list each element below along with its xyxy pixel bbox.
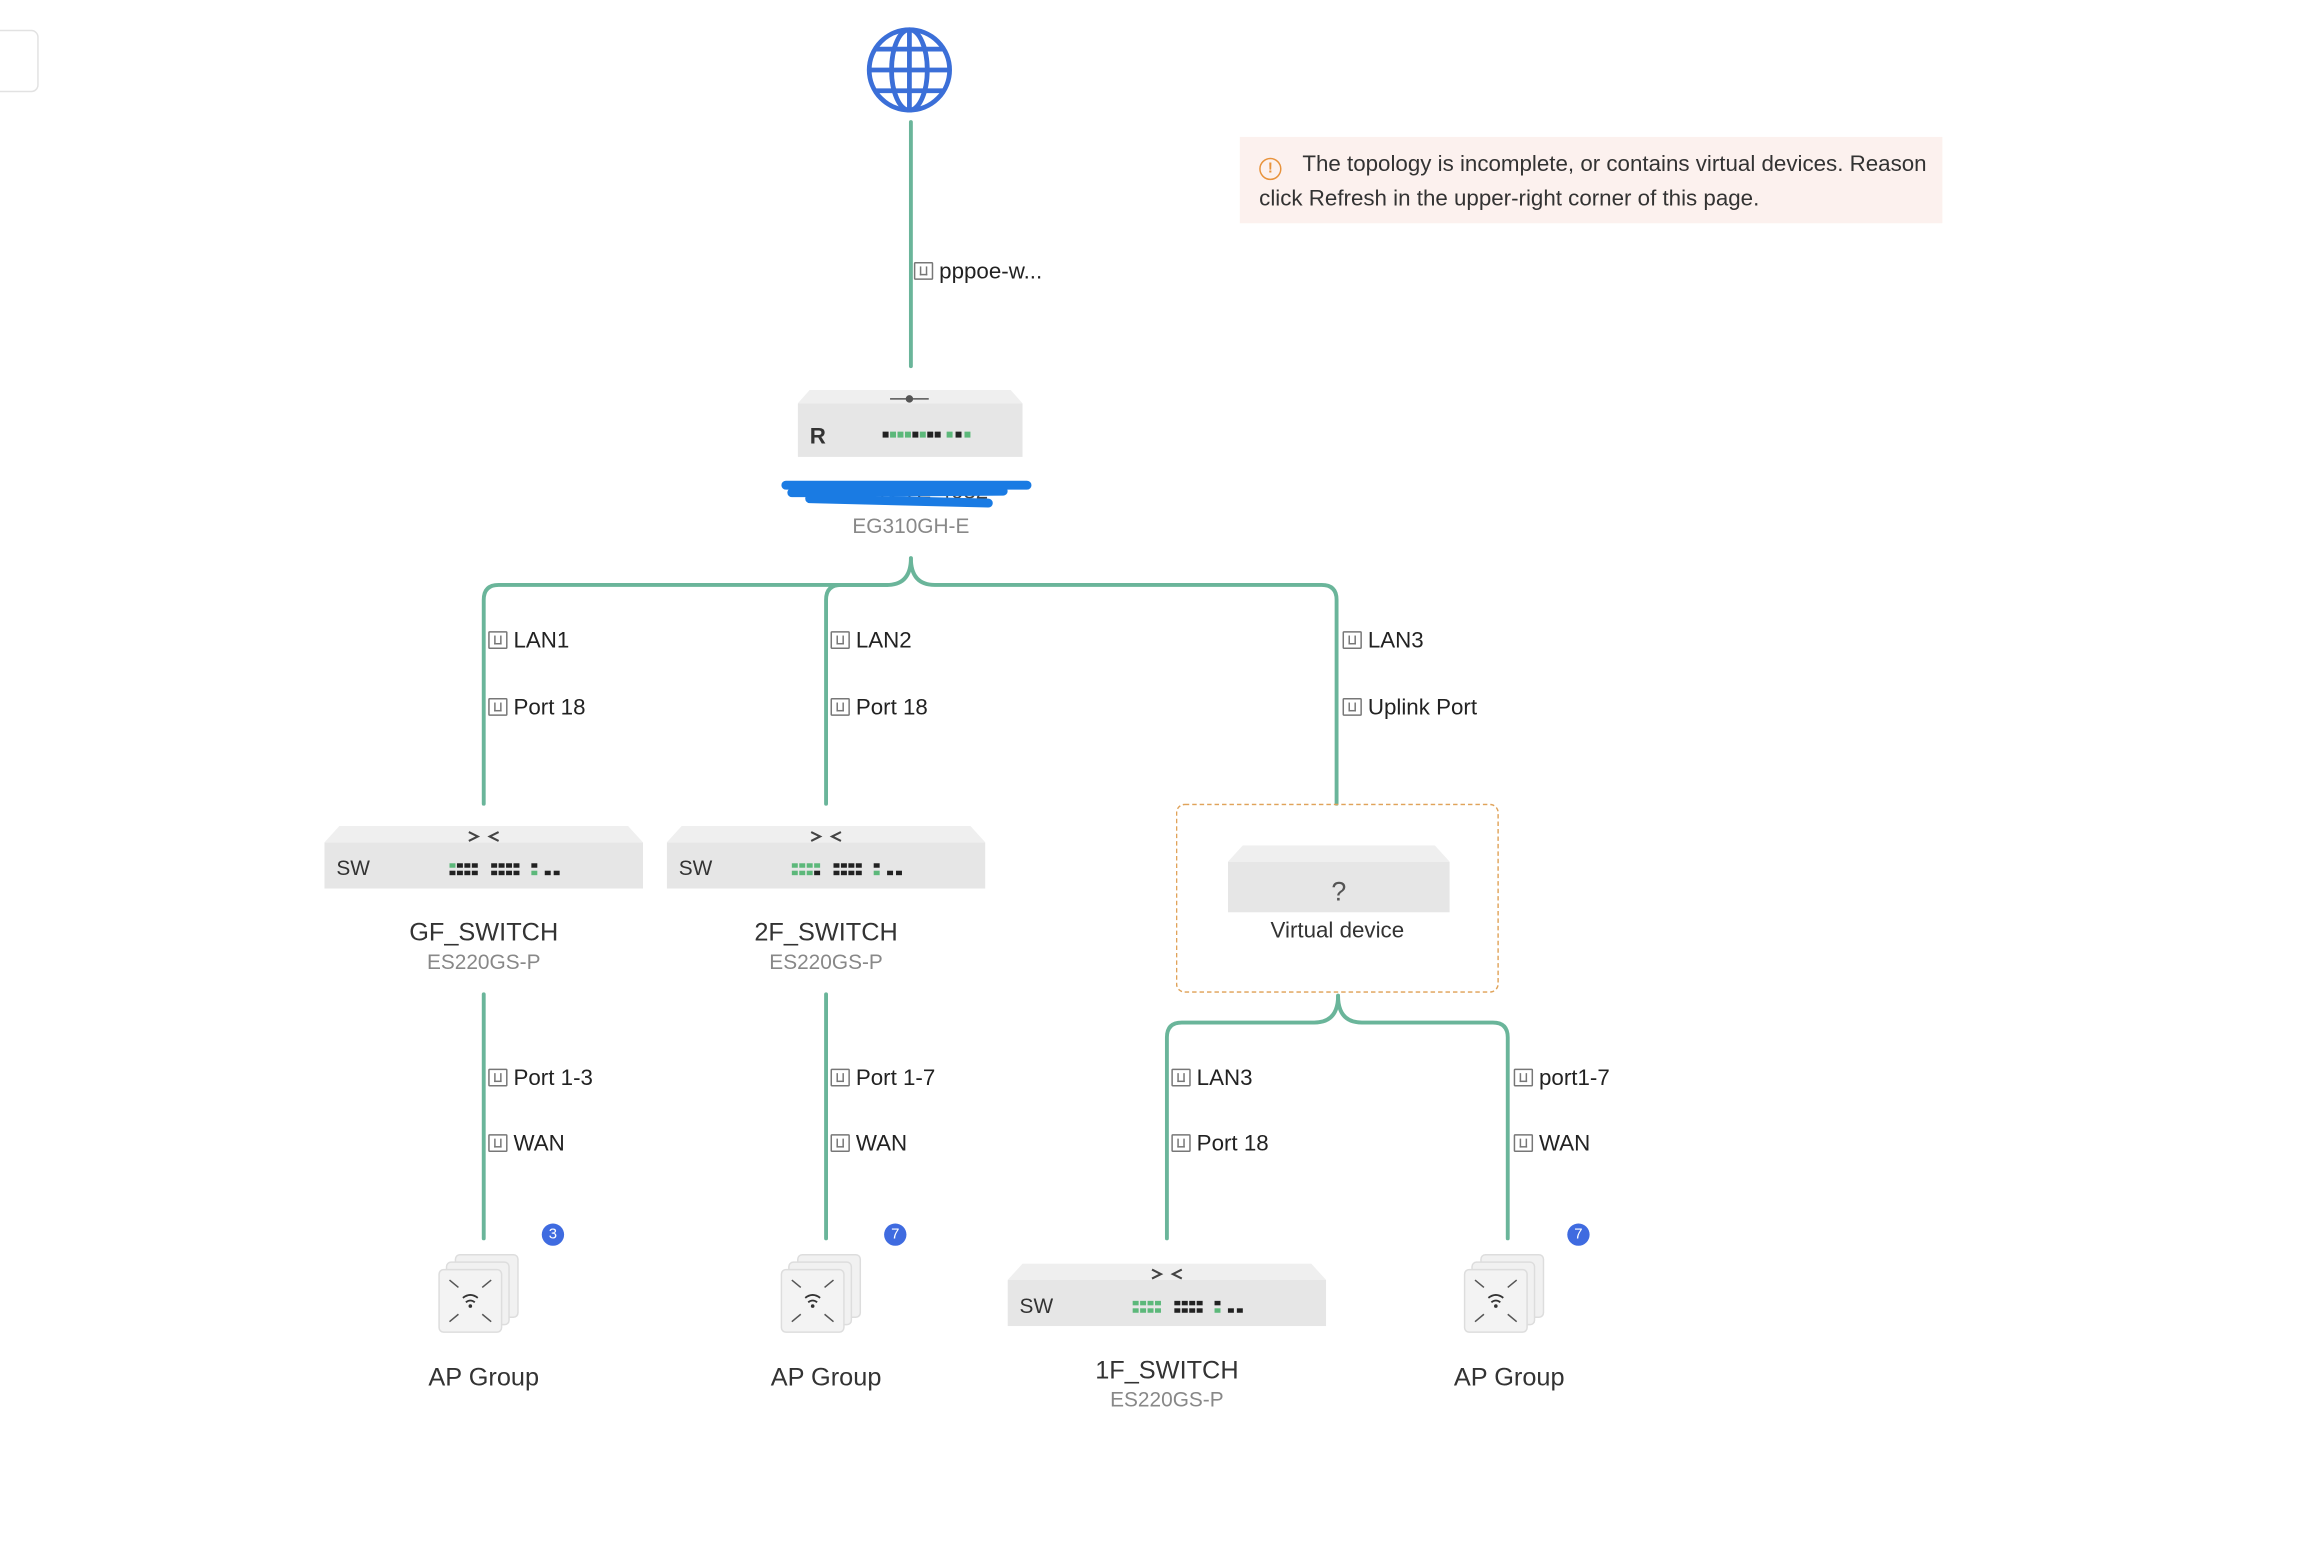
internet-wan-label: pppoe-w... bbox=[913, 259, 1042, 286]
port-icon bbox=[830, 631, 850, 649]
gf-switch-name: GF_SWITCH bbox=[409, 918, 559, 947]
ap-count-badge: 7 bbox=[884, 1223, 907, 1246]
gateway-type-badge: R bbox=[810, 424, 826, 449]
port-icon bbox=[1342, 631, 1362, 649]
port-icon bbox=[488, 631, 508, 649]
switch-type-badge: SW bbox=[1020, 1295, 1054, 1318]
link-f2-ap-lower-label: WAN bbox=[830, 1131, 907, 1158]
virtual-device-node[interactable]: ? Virtual device bbox=[1175, 803, 1499, 993]
link-v-ap-lower-label: WAN bbox=[1513, 1131, 1590, 1158]
f1-switch-icon[interactable]: SW bbox=[1007, 1263, 1327, 1327]
ap-group-icon[interactable] bbox=[780, 1253, 863, 1333]
f2-switch-model: ES220GS-P bbox=[769, 949, 883, 974]
ap-group-icon[interactable] bbox=[438, 1253, 521, 1333]
gf-switch-icon[interactable]: SW bbox=[324, 826, 643, 889]
port-icon bbox=[830, 1134, 850, 1153]
port-icon bbox=[488, 1134, 508, 1153]
port-icon bbox=[1171, 1068, 1191, 1087]
port-icon bbox=[488, 1068, 508, 1087]
f2-switch-icon[interactable]: SW bbox=[666, 826, 986, 889]
ap-group-icon[interactable] bbox=[1463, 1253, 1546, 1333]
port-icon bbox=[488, 698, 508, 716]
port-icon bbox=[830, 1068, 850, 1087]
ap-count-badge: 3 bbox=[541, 1223, 565, 1246]
port-icon bbox=[913, 261, 934, 280]
warning-icon: ! bbox=[1259, 157, 1282, 181]
gateway-bus bbox=[481, 556, 913, 806]
link-f2 bbox=[824, 583, 890, 806]
gateway-device-icon[interactable]: R bbox=[797, 389, 1023, 457]
port-icon bbox=[1171, 1134, 1191, 1153]
ap-group-label: AP Group bbox=[428, 1363, 540, 1392]
collapse-panel-button[interactable] bbox=[0, 29, 39, 93]
link-v-ap-upper-label: port1-7 bbox=[1513, 1066, 1610, 1093]
port-icon bbox=[1513, 1068, 1534, 1087]
link-f2-upper-label: LAN2 bbox=[830, 628, 912, 655]
ap-group-label: AP Group bbox=[1453, 1363, 1565, 1392]
link-gf-ap-upper-label: Port 1-3 bbox=[488, 1066, 593, 1093]
f2-switch-name: 2F_SWITCH bbox=[754, 918, 898, 947]
link-virtual-lower-label: Uplink Port bbox=[1342, 695, 1477, 722]
f1-switch-name: 1F_SWITCH bbox=[1095, 1355, 1239, 1385]
port-icon bbox=[1513, 1134, 1534, 1153]
link-f2-ap-upper-label: Port 1-7 bbox=[830, 1066, 935, 1093]
virtual-device-icon: ? bbox=[1227, 845, 1450, 913]
link-virtual-upper-label: LAN3 bbox=[1342, 628, 1424, 655]
link-gf-lower-label: Port 18 bbox=[488, 695, 585, 722]
unknown-device-symbol: ? bbox=[1331, 876, 1346, 906]
virtual-bus-right bbox=[1336, 993, 1510, 1241]
redaction-scribble bbox=[781, 480, 1032, 508]
globe-icon[interactable] bbox=[865, 25, 954, 114]
ap-count-badge: 7 bbox=[1567, 1223, 1590, 1246]
gateway-model: EG310GH-E bbox=[852, 513, 970, 538]
alert-line-2: click Refresh in the upper-right corner … bbox=[1259, 186, 1760, 212]
gf-switch-model: ES220GS-P bbox=[426, 949, 541, 974]
link-f1-upper-label: LAN3 bbox=[1171, 1066, 1253, 1093]
virtual-bus-left bbox=[1164, 993, 1341, 1241]
port-icon bbox=[830, 698, 850, 716]
ap-group-label: AP Group bbox=[770, 1363, 882, 1392]
link-gf-ap-lower-label: WAN bbox=[488, 1131, 565, 1158]
virtual-device-label: Virtual device bbox=[1270, 918, 1405, 944]
switch-type-badge: SW bbox=[336, 857, 370, 880]
port-icon bbox=[1342, 698, 1362, 716]
link-virtual bbox=[908, 556, 1339, 806]
topology-incomplete-alert: ! The topology is incomplete, or contains… bbox=[1239, 136, 1943, 224]
alert-line-1: The topology is incomplete, or contains … bbox=[1302, 151, 1927, 178]
link-gf-upper-label: LAN1 bbox=[488, 628, 569, 655]
f1-switch-model: ES220GS-P bbox=[1110, 1387, 1224, 1412]
link-f1-lower-label: Port 18 bbox=[1171, 1131, 1269, 1158]
link-f2-lower-label: Port 18 bbox=[830, 695, 928, 722]
switch-type-badge: SW bbox=[679, 857, 713, 880]
